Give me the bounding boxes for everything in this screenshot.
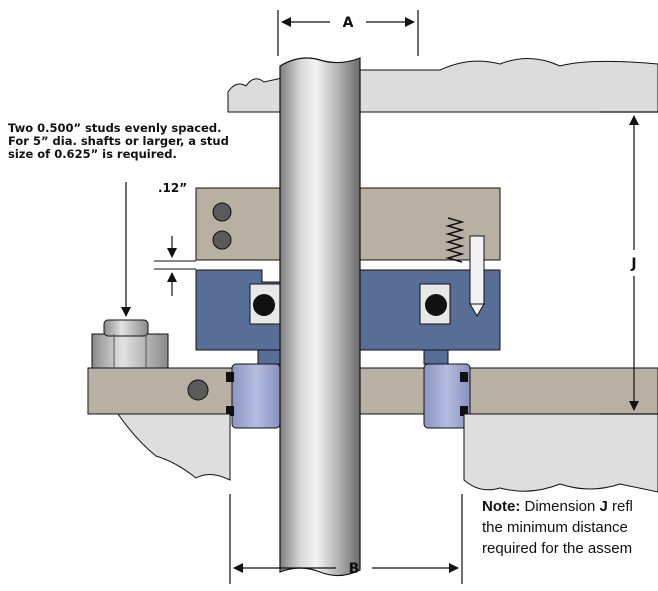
gap-label: .12” bbox=[158, 181, 187, 195]
dim-b-label: B bbox=[349, 561, 360, 577]
note-j: J bbox=[599, 498, 608, 515]
upper-housing-right bbox=[359, 58, 658, 113]
socket-screw-head bbox=[212, 202, 232, 222]
o-ring bbox=[425, 294, 447, 316]
note-line-1: Note: Dimension J refl bbox=[482, 496, 658, 517]
note-prefix: Note: bbox=[482, 498, 521, 515]
shaft bbox=[279, 57, 361, 577]
callout-line: size of 0.625” is required. bbox=[8, 147, 177, 161]
housing-neck-right bbox=[423, 349, 449, 365]
stud-nut-icon bbox=[91, 333, 169, 369]
flange-hole bbox=[187, 379, 209, 401]
note-text-end: refl bbox=[607, 498, 633, 515]
callout-line: Two 0.500” studs evenly spaced. bbox=[8, 121, 222, 135]
spring-icon bbox=[445, 217, 465, 263]
bushing-right bbox=[423, 363, 471, 429]
note-text: Dimension bbox=[520, 498, 600, 515]
stud-tip bbox=[103, 319, 149, 337]
lower-wall-left bbox=[117, 413, 231, 481]
bushing-seal-left bbox=[226, 372, 234, 382]
bushing-left bbox=[231, 363, 281, 429]
pin-tip bbox=[469, 303, 485, 317]
mounting-flange-right bbox=[359, 367, 658, 415]
stud-callout: Two 0.500” studs evenly spaced. For 5” d… bbox=[8, 122, 268, 161]
bushing-seal-left bbox=[226, 406, 234, 416]
dimension-note: Note: Dimension J refl the minimum dista… bbox=[482, 496, 658, 586]
upper-housing-left bbox=[227, 77, 283, 113]
lower-wall-right bbox=[463, 413, 658, 493]
socket-screw-head bbox=[212, 230, 232, 250]
retaining-pin bbox=[469, 235, 485, 305]
callout-line: For 5” dia. shafts or larger, a stud bbox=[8, 134, 229, 148]
bushing-seal-right bbox=[460, 406, 468, 416]
bushing-seal-right bbox=[460, 372, 468, 382]
note-line-2: the minimum distance bbox=[482, 519, 628, 536]
gland-plate-left bbox=[195, 187, 281, 261]
dim-a-label: A bbox=[343, 15, 354, 31]
note-line-3: required for the assem bbox=[482, 540, 633, 557]
dim-j-label: J bbox=[630, 256, 636, 272]
housing-neck-left bbox=[257, 349, 281, 365]
o-ring bbox=[253, 294, 275, 316]
